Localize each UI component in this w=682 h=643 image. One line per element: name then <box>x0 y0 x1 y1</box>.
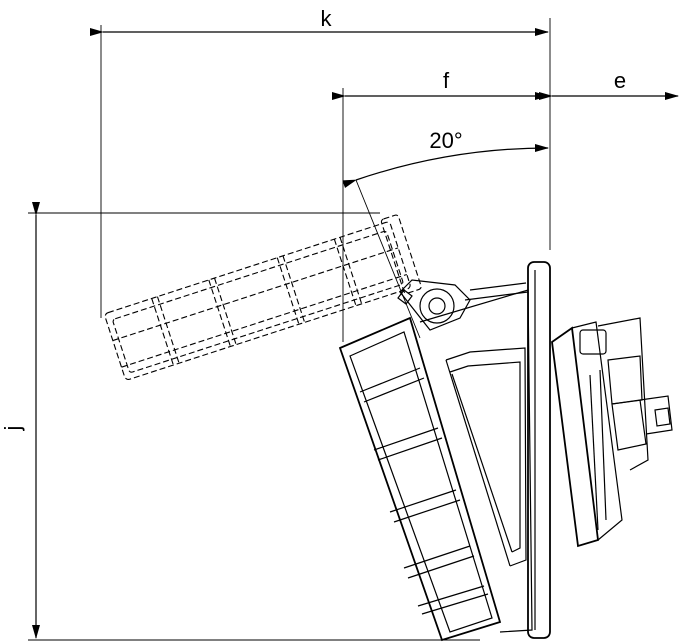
open-lid-dashed <box>104 214 422 381</box>
dimension-j: j <box>0 202 480 641</box>
socket-body <box>338 282 533 642</box>
dimension-f: f <box>332 68 549 342</box>
dimension-j-label: j <box>0 426 25 432</box>
dimension-e-label: e <box>614 68 626 93</box>
dimension-k: k <box>90 6 551 318</box>
dimension-angle: 20° <box>342 128 549 339</box>
mounting-plate <box>527 261 551 639</box>
dimension-e: e <box>539 68 679 100</box>
dimension-k-label: k <box>321 6 333 31</box>
dimension-f-label: f <box>443 68 450 93</box>
hinge <box>397 279 471 331</box>
dimension-angle-label: 20° <box>429 128 462 153</box>
rear-connector <box>551 317 673 548</box>
